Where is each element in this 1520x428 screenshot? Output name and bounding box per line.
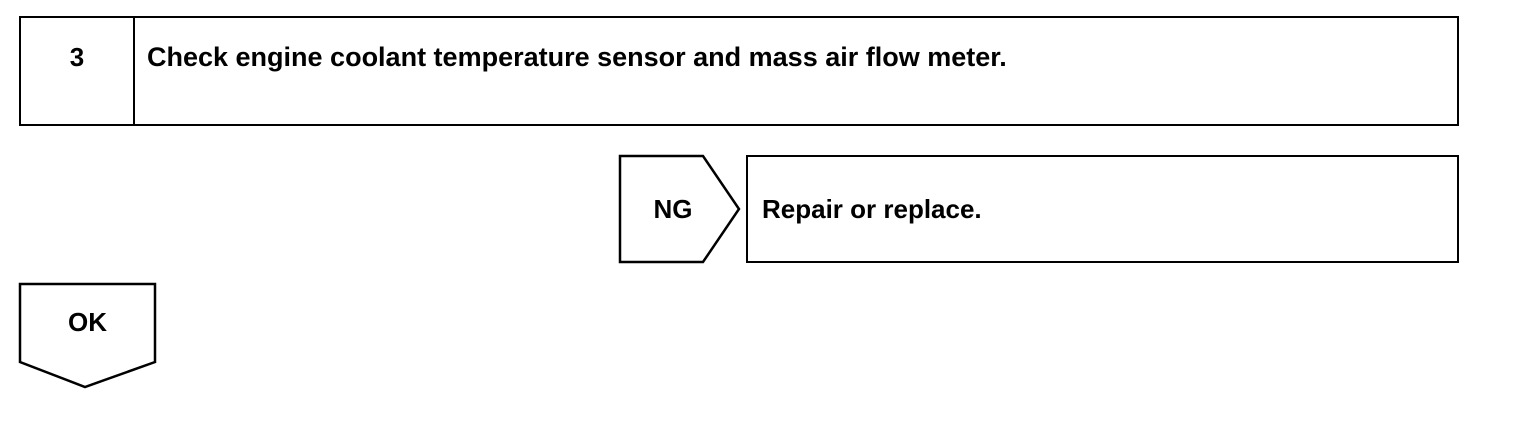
ok-arrow-shape [18, 282, 157, 389]
step-title: Check engine coolant temperature sensor … [147, 42, 1007, 72]
ng-action-text: Repair or replace. [762, 194, 982, 224]
step-number: 3 [69, 42, 85, 72]
step-number-cell: 3 [21, 18, 135, 124]
ng-action-box: Repair or replace. [746, 155, 1459, 263]
ng-arrow-shape [618, 154, 741, 264]
step-box: 3 Check engine coolant temperature senso… [19, 16, 1459, 126]
ng-label: NG [653, 194, 693, 224]
ok-label: OK [68, 307, 107, 337]
